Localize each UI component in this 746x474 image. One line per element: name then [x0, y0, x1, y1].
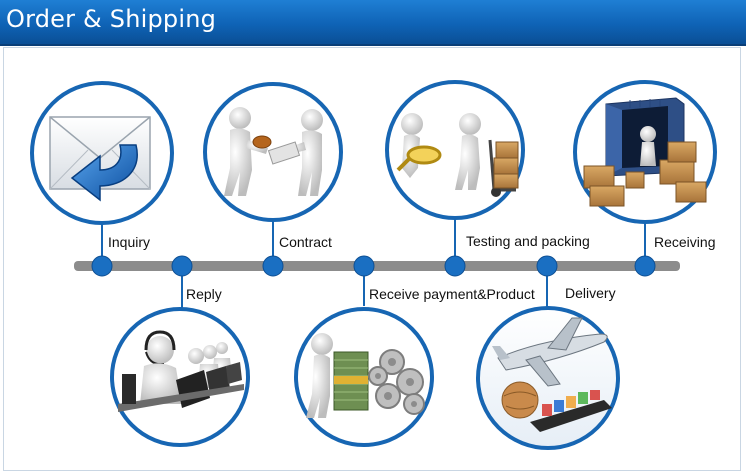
label-contract: Contract [279, 234, 332, 250]
handshake-contract-icon [203, 82, 343, 222]
node-reply [171, 255, 193, 277]
label-receive-payment: Receive payment&Product [369, 286, 535, 302]
timeline-bar [74, 261, 680, 271]
node-delivery [536, 255, 558, 277]
timeline-nodes [91, 255, 656, 277]
node-inquiry [91, 255, 113, 277]
label-reply: Reply [186, 286, 222, 302]
page-title: Order & Shipping [6, 5, 217, 33]
container-boxes-icon [573, 80, 717, 224]
label-receiving: Receiving [654, 234, 715, 250]
envelope-reply-icon [30, 81, 174, 225]
header-bar: Order & Shipping [0, 0, 746, 46]
money-gears-icon [294, 307, 434, 447]
label-inquiry: Inquiry [108, 234, 150, 250]
call-center-icon [110, 307, 250, 447]
node-receive-payment [353, 255, 375, 277]
magnifier-boxes-icon [385, 80, 525, 220]
content-frame [3, 47, 741, 471]
node-testing [444, 255, 466, 277]
plane-ship-icon [476, 306, 620, 450]
node-contract [262, 255, 284, 277]
label-delivery: Delivery [565, 285, 616, 301]
label-testing: Testing and packing [466, 233, 590, 249]
node-receiving [634, 255, 656, 277]
